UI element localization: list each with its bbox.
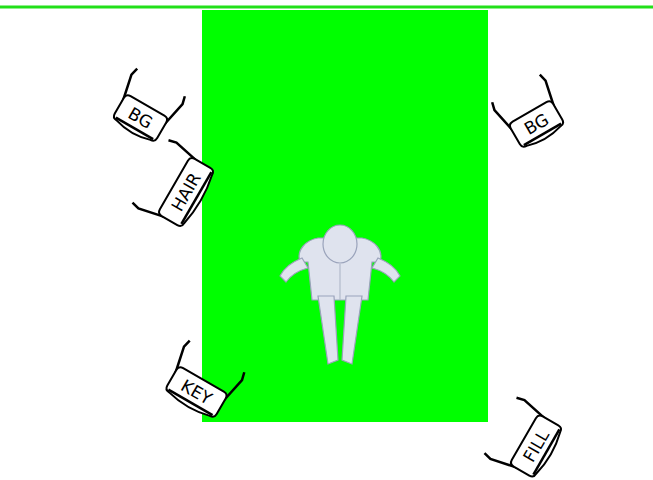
light-fixture: BG bbox=[506, 98, 565, 149]
figure-right-arm bbox=[372, 258, 400, 282]
backdrop-top-line bbox=[0, 6, 653, 9]
figure-left-leg bbox=[318, 296, 338, 364]
light-housing bbox=[110, 94, 168, 145]
figure-spine bbox=[339, 264, 340, 300]
light-housing bbox=[157, 156, 217, 229]
light-housing bbox=[508, 100, 566, 151]
light-fixture: FILL bbox=[508, 413, 564, 480]
green-screen bbox=[202, 10, 488, 422]
light-housing bbox=[163, 366, 228, 421]
light-fixture: BG bbox=[110, 92, 169, 143]
subject-figure bbox=[280, 225, 400, 364]
figure-right-leg bbox=[342, 296, 362, 364]
figure-head bbox=[323, 225, 357, 263]
light-housing bbox=[509, 414, 565, 480]
figure-left-arm bbox=[280, 258, 308, 282]
